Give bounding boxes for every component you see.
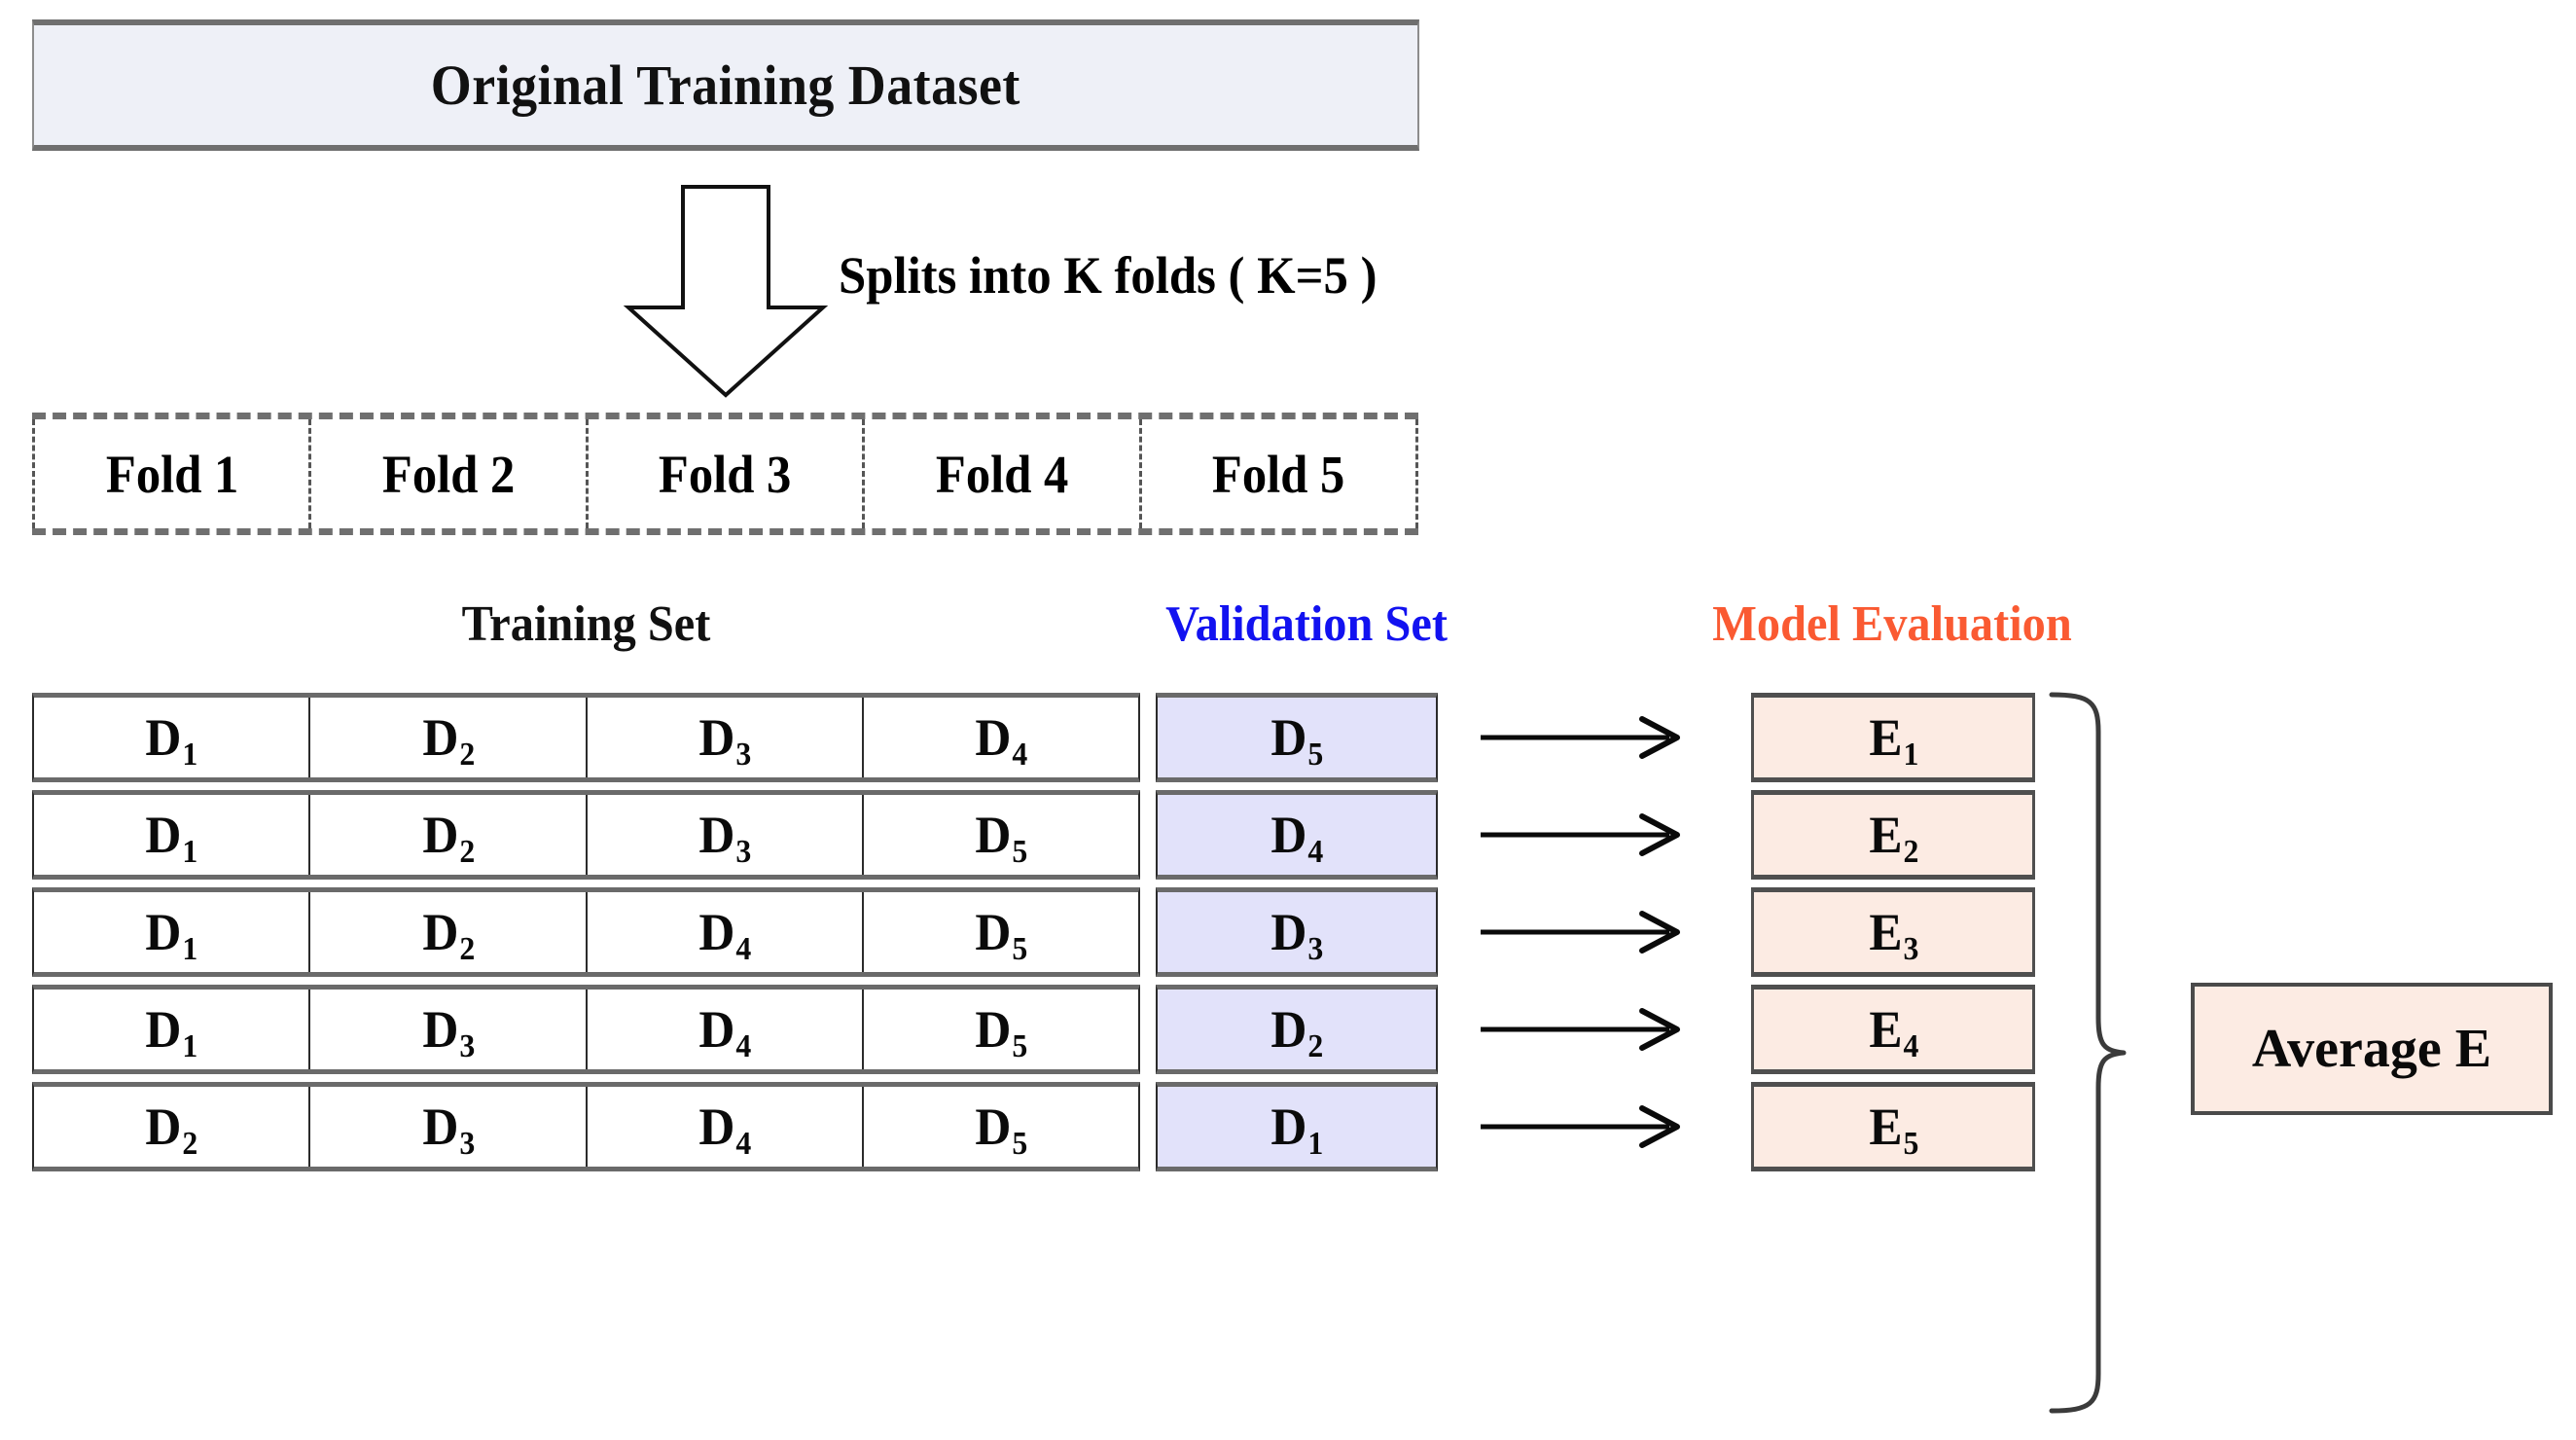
dataset-symbol: D4: [1270, 806, 1324, 871]
training-fold-cell: D1: [34, 990, 311, 1069]
training-fold-cell: D1: [34, 892, 311, 972]
training-set-row: D1 D2 D3 D5: [32, 790, 1140, 880]
dataset-symbol: D1: [145, 1000, 198, 1065]
training-fold-cell: D2: [310, 892, 588, 972]
training-fold-cell: D1: [34, 795, 311, 875]
validation-fold-cell: D5: [1156, 693, 1438, 782]
right-arrow-icon: [1479, 1103, 1683, 1150]
fold-label: Fold 4: [935, 444, 1069, 504]
training-fold-cell: D2: [310, 795, 588, 875]
training-set-row: D1 D2 D4 D5: [32, 887, 1140, 977]
dataset-symbol: D2: [1270, 1000, 1324, 1065]
fold-cell: Fold 5: [1142, 419, 1419, 528]
right-curly-brace-icon: [2048, 689, 2128, 1417]
fold-strip: Fold 1 Fold 2 Fold 3 Fold 4 Fold 5: [32, 413, 1419, 535]
fold-label: Fold 2: [381, 444, 516, 504]
training-set-row: D1 D2 D3 D4: [32, 693, 1140, 782]
fold-label: Fold 5: [1212, 444, 1345, 504]
validation-fold-cell: D4: [1156, 790, 1438, 880]
model-evaluation-cell: E1: [1751, 693, 2035, 782]
fold-label: Fold 1: [105, 444, 238, 504]
dataset-symbol: D5: [1270, 708, 1324, 774]
training-fold-cell: D5: [864, 990, 1138, 1069]
validation-fold-cell: D3: [1156, 887, 1438, 977]
split-caption: Splits into K folds ( K=5 ): [839, 246, 1377, 305]
evaluation-symbol: E4: [1868, 1000, 1919, 1065]
training-fold-cell: D4: [588, 892, 864, 972]
fold-matrix-row: D2 D3 D4 D5 D1 E5: [0, 1082, 2576, 1171]
dataset-symbol: D5: [975, 806, 1028, 871]
fold-cell: Fold 2: [311, 419, 589, 528]
training-fold-cell: D4: [588, 1087, 864, 1167]
fold-matrix-row: D1 D2 D4 D5 D3 E3: [0, 887, 2576, 977]
dataset-symbol: D2: [145, 1098, 198, 1163]
dataset-symbol: D3: [421, 1098, 475, 1163]
dataset-symbol: D3: [1270, 903, 1324, 968]
training-fold-cell: D3: [588, 795, 864, 875]
dataset-symbol: D1: [145, 708, 198, 774]
model-evaluation-cell: E2: [1751, 790, 2035, 880]
dataset-symbol: D2: [421, 903, 475, 968]
original-training-dataset-box: Original Training Dataset: [32, 19, 1419, 151]
right-arrow-icon: [1479, 1006, 1683, 1053]
fold-cell: Fold 4: [865, 419, 1142, 528]
fold-matrix-row: D1 D2 D3 D5 D4 E2: [0, 790, 2576, 880]
training-fold-cell: D3: [310, 990, 588, 1069]
training-fold-cell: D4: [864, 698, 1138, 777]
training-set-row: D1 D3 D4 D5: [32, 985, 1140, 1074]
training-fold-cell: D2: [34, 1087, 311, 1167]
dataset-symbol: D4: [698, 1098, 752, 1163]
fold-cell: Fold 1: [32, 419, 312, 528]
evaluation-symbol: E3: [1868, 903, 1919, 968]
down-block-arrow-icon: [623, 183, 829, 399]
validation-set-header: Validation Set: [1165, 596, 1448, 652]
dataset-symbol: D2: [421, 708, 475, 774]
dataset-symbol: D1: [1270, 1098, 1324, 1163]
dataset-symbol: D5: [975, 903, 1028, 968]
training-set-header: Training Set: [461, 596, 711, 652]
fold-matrix-row: D1 D3 D4 D5 D2 E4: [0, 985, 2576, 1074]
right-arrow-icon: [1479, 811, 1683, 858]
dataset-symbol: D4: [975, 708, 1028, 774]
training-fold-cell: D4: [588, 990, 864, 1069]
page-title: Original Training Dataset: [430, 54, 1020, 117]
dataset-symbol: D5: [975, 1000, 1028, 1065]
training-fold-cell: D3: [310, 1087, 588, 1167]
model-evaluation-cell: E4: [1751, 985, 2035, 1074]
average-e-label: Average E: [2251, 1019, 2492, 1079]
fold-cell: Fold 3: [589, 419, 866, 528]
model-evaluation-header: Model Evaluation: [1712, 596, 2072, 652]
dataset-symbol: D5: [975, 1098, 1028, 1163]
training-fold-cell: D1: [34, 698, 311, 777]
validation-fold-cell: D1: [1156, 1082, 1438, 1171]
evaluation-symbol: E1: [1868, 708, 1919, 774]
dataset-symbol: D1: [145, 806, 198, 871]
dataset-symbol: D3: [698, 806, 752, 871]
training-fold-cell: D5: [864, 795, 1138, 875]
model-evaluation-cell: E3: [1751, 887, 2035, 977]
validation-fold-cell: D2: [1156, 985, 1438, 1074]
right-arrow-icon: [1479, 714, 1683, 761]
dataset-symbol: D4: [698, 903, 752, 968]
average-e-box: Average E: [2191, 983, 2553, 1115]
training-fold-cell: D5: [864, 1087, 1138, 1167]
right-arrow-icon: [1479, 909, 1683, 955]
training-fold-cell: D5: [864, 892, 1138, 972]
dataset-symbol: D2: [421, 806, 475, 871]
training-set-row: D2 D3 D4 D5: [32, 1082, 1140, 1171]
dataset-symbol: D4: [698, 1000, 752, 1065]
dataset-symbol: D1: [145, 903, 198, 968]
fold-label: Fold 3: [659, 444, 792, 504]
evaluation-symbol: E2: [1868, 806, 1919, 871]
training-fold-cell: D2: [310, 698, 588, 777]
dataset-symbol: D3: [421, 1000, 475, 1065]
dataset-symbol: D3: [698, 708, 752, 774]
training-fold-cell: D3: [588, 698, 864, 777]
evaluation-symbol: E5: [1868, 1098, 1919, 1163]
model-evaluation-cell: E5: [1751, 1082, 2035, 1171]
fold-matrix-row: D1 D2 D3 D4 D5 E1: [0, 693, 2576, 782]
